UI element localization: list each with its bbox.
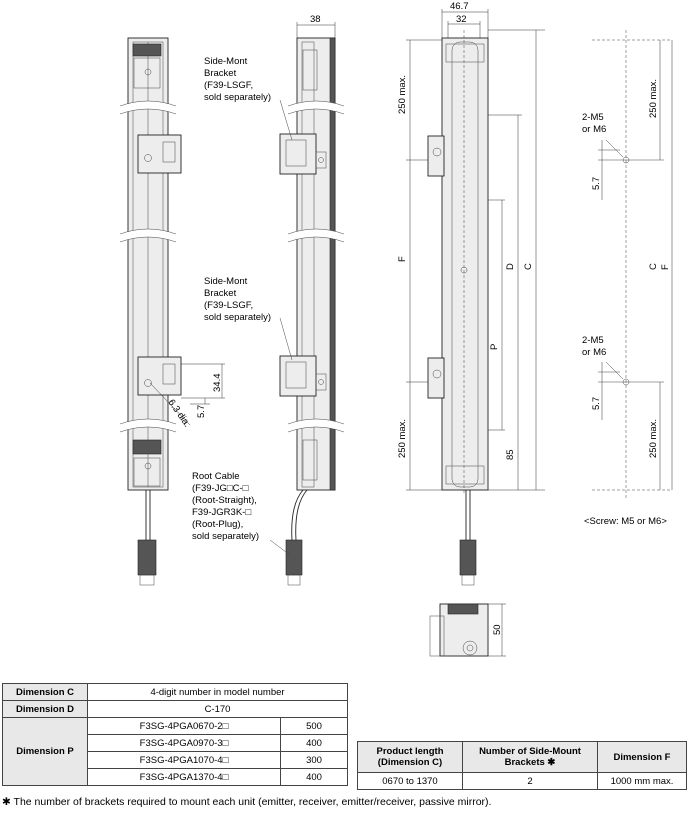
table-row: Dimension P F3SG-4PGA0670-2□ 500 [2,717,348,786]
value-cell: 400 [280,768,348,786]
table-row: F3SG-4PGA0970-3□ 400 [3,734,348,752]
root-cable-l2: (F39-JG□C-□ [192,483,249,494]
table-row: F3SG-4PGA1070-4□ 300 [3,751,348,769]
screw-top-l1: 2-M5 [582,112,604,123]
dim-85: 85 [505,449,516,460]
screw-bottom-l1: 2-M5 [582,335,604,346]
dim-5-7-bottom: 5.7 [591,397,602,410]
dim-C-right: C [648,263,659,270]
dim-38: 38 [310,14,321,25]
header-dimension-f: Dimension F [597,741,687,773]
dim-250-max-bottom: 250 max. [397,419,408,458]
dim-50: 50 [492,624,503,635]
dim-5-7-front: 5.7 [196,405,207,418]
table-header-row: Product length (Dimension C) Number of S… [357,741,687,773]
table-row: F3SG-4PGA1370-4□ 400 [3,768,348,786]
value-cell: 300 [280,751,348,769]
product-length-cell: 0670 to 1370 [357,772,463,790]
dim-5-7-top: 5.7 [591,177,602,190]
dim-34-4: 34.4 [212,374,223,393]
dim-P: P [489,344,500,350]
bracket-top-l4: sold separately) [204,92,271,103]
root-cable-l5: (Root-Plug), [192,519,243,530]
dim-250-max-right-top: 250 max. [648,79,659,118]
dim-D: D [505,263,516,270]
screw-top-l2: or M6 [582,124,606,135]
bracket-bottom-l4: sold separately) [204,312,271,323]
bracket-table: Product length (Dimension C) Number of S… [357,741,687,790]
footnote: ✱ The number of brackets required to mou… [2,796,492,808]
root-cable-l6: sold separately) [192,531,259,542]
dim-d-value: C-170 [87,700,348,718]
root-cable-l4: F39-JGR3K-□ [192,507,251,518]
mounting-view: 5.7 5.7 250 max. 250 max. C F [591,30,673,500]
table-row: 0670 to 1370 2 1000 mm max. [357,772,687,790]
table-row: Dimension C 4-digit number in model numb… [2,683,348,701]
bracket-bottom-l2: Bracket [204,288,237,299]
screw-bottom-l2: or M6 [582,347,606,358]
dimension-view: 46.7 32 250 max. F 250 max. P D [397,1,545,495]
dim-32: 32 [456,14,467,25]
bracket-bottom-l3: (F39-LSGF, [204,300,253,311]
root-cable-l3: (Root-Straight), [192,495,257,506]
root-cable-l1: Root Cable [192,471,240,482]
dim-c-label: Dimension C [2,683,88,701]
bottom-view: 50 [429,603,506,657]
dimension-drawing: 34.4 5.7 6.3 dia. 38 Side-Mont Bracket [119,1,673,657]
dim-p-label: Dimension P [2,717,88,786]
model-cell: F3SG-4PGA1070-4□ [87,751,281,769]
side-view: 38 [269,14,336,586]
break-marks [119,100,345,433]
dim-c-value: 4-digit number in model number [87,683,348,701]
model-cell: F3SG-4PGA0970-3□ [87,734,281,752]
bracket-top-l1: Side-Mont [204,56,248,67]
table-row: Dimension D C-170 [2,700,348,718]
bracket-bottom-l1: Side-Mont [204,276,248,287]
header-product-length: Product length (Dimension C) [357,741,463,773]
dimension-f-cell: 1000 mm max. [597,772,687,790]
dim-250-max-top: 250 max. [397,75,408,114]
bracket-top-l2: Bracket [204,68,237,79]
screw-note: <Screw: M5 or M6> [584,516,667,527]
dimension-table: Dimension C 4-digit number in model numb… [2,683,348,786]
dim-C: C [523,263,534,270]
dim-F-right: F [660,264,671,270]
header-brackets: Number of Side-Mount Brackets ✱ [462,741,598,773]
dim-d-label: Dimension D [2,700,88,718]
model-cell: F3SG-4PGA0670-2□ [87,717,281,735]
model-cell: F3SG-4PGA1370-4□ [87,768,281,786]
value-cell: 500 [280,717,348,735]
dim-F: F [397,256,408,262]
value-cell: 400 [280,734,348,752]
dim-46-7: 46.7 [450,1,469,12]
bracket-top-l3: (F39-LSGF, [204,80,253,91]
dim-250-max-right-bottom: 250 max. [648,419,659,458]
brackets-cell: 2 [462,772,598,790]
